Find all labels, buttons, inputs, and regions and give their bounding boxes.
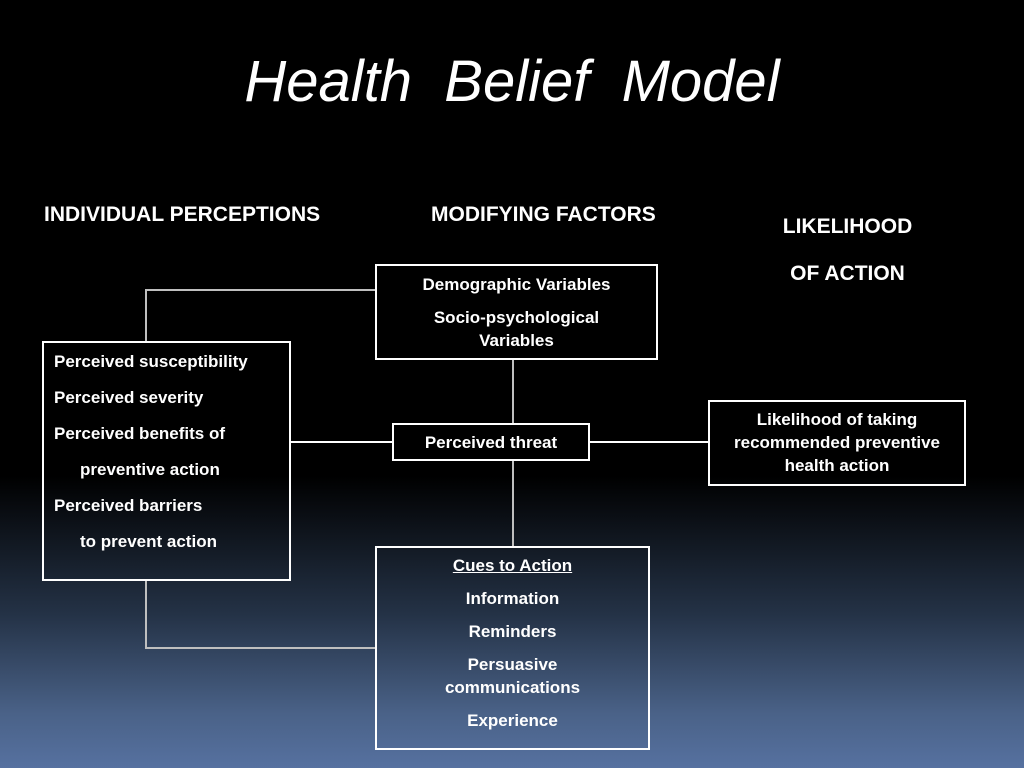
perceived-susceptibility: Perceived susceptibility — [54, 352, 248, 371]
likelihood-of-taking-action-label: Likelihood of taking recommended prevent… — [734, 410, 940, 475]
column-heading-likelihood-of-action: LIKELIHOOD OF ACTION — [745, 203, 950, 297]
perceived-threat-label: Perceived threat — [424, 433, 558, 452]
column-heading-modifying-factors: MODIFYING FACTORS — [431, 203, 656, 226]
column-heading-individual-perceptions: INDIVIDUAL PERCEPTIONS — [44, 203, 321, 226]
column-heading-likelihood-line-1: LIKELIHOOD — [782, 215, 913, 238]
likelihood-of-taking-action-box: Likelihood of taking recommended prevent… — [708, 400, 966, 486]
cues-to-action-heading: Cues to Action — [452, 556, 573, 575]
cue-experience: Experience — [467, 711, 558, 730]
cue-reminders: Reminders — [468, 622, 557, 641]
perceived-severity: Perceived severity — [54, 388, 204, 407]
demographic-variables-label: Demographic Variables — [422, 275, 611, 294]
preventive-action: preventive action — [80, 460, 220, 479]
perceived-benefits-of: Perceived benefits of — [54, 424, 226, 443]
column-heading-likelihood-line-2: OF ACTION — [790, 262, 905, 285]
perceived-barriers: Perceived barriers — [54, 496, 203, 515]
perceived-threat-box: Perceived threat — [392, 423, 590, 461]
cue-information: Information — [465, 589, 560, 608]
cue-persuasive-communications: Persuasive communications — [444, 655, 581, 697]
demographic-variables-box: Demographic Variables Socio-psychologica… — [375, 264, 658, 360]
cues-to-action-box: Cues to Action Information Reminders Per… — [375, 546, 650, 750]
socio-psychological-variables-label: Socio-psychological Variables — [433, 308, 600, 350]
individual-perceptions-box: Perceived susceptibility Perceived sever… — [42, 341, 291, 581]
connector-perceptions-to-cues — [145, 581, 375, 649]
diagram-title: Health Belief Model — [244, 49, 780, 114]
to-prevent-action: to prevent action — [80, 532, 217, 551]
connector-perceptions-to-demographics — [145, 289, 375, 341]
